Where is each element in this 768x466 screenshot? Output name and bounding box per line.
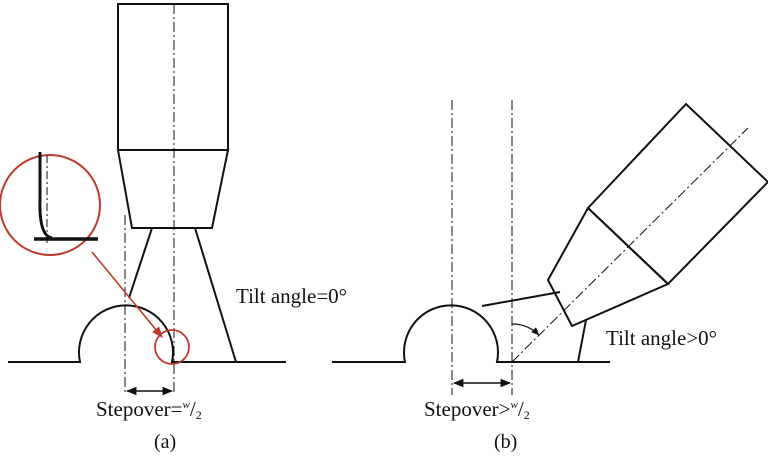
panel-a: Tilt angle=0° Stepover=w/2 (a)	[0, 3, 347, 453]
tilt-angle-label-a: Tilt angle=0°	[236, 284, 347, 308]
tool-axis-b	[511, 127, 749, 363]
tool-taper-b	[546, 206, 670, 328]
stepover-label-b: Stepover>w/2	[424, 397, 530, 422]
caption-a: (a)	[154, 431, 176, 453]
cutter-flank-bottom-b	[577, 319, 587, 363]
stepover-text-a: Stepover=	[96, 397, 183, 421]
zoom-profile-curve	[38, 152, 53, 240]
stepover-w-b: w	[511, 399, 519, 411]
tilt-angle-label-b: Tilt angle>0°	[606, 326, 717, 350]
stepover-w-a: w	[183, 399, 191, 411]
detail-leader-arrow	[91, 251, 163, 338]
stepover-label-a: Stepover=w/2	[96, 397, 202, 422]
cutter-flank-top-b	[481, 291, 561, 307]
detail-zoom-circle	[0, 154, 101, 256]
stepover-two-a: 2	[196, 408, 202, 422]
workpiece-surface-b	[332, 304, 610, 363]
stepover-slash-b: /	[518, 397, 524, 421]
panel-b: Tilt angle>0° Stepover>w/2 (b)	[332, 100, 768, 453]
workpiece-surface-a	[8, 304, 286, 363]
caption-b: (b)	[494, 431, 517, 453]
tool-shank-b	[586, 102, 768, 286]
detail-marker-circle	[154, 329, 190, 365]
stepover-two-b: 2	[524, 408, 530, 422]
tool-taper-a	[116, 149, 230, 229]
stepover-slash-a: /	[190, 397, 196, 421]
tool-shank-a	[117, 3, 229, 151]
tilt-angle-arc	[511, 323, 540, 336]
cutter-flank-right-a	[194, 227, 237, 363]
cutter-flank-left-a	[128, 227, 153, 299]
stepover-text-b: Stepover>	[424, 397, 511, 421]
